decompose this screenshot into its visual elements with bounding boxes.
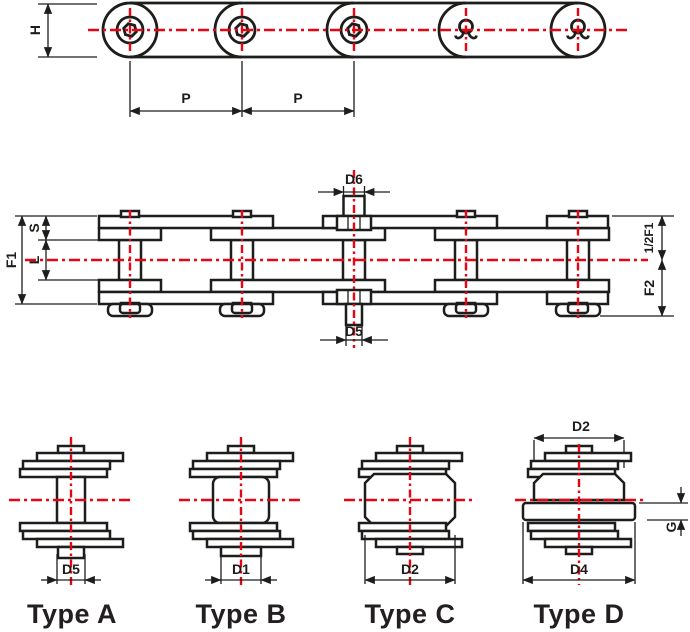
- dim-label-type-b: D1: [232, 561, 250, 577]
- dim-label-type-d-top: D2: [572, 418, 590, 434]
- type-a-label: Type A: [27, 599, 117, 629]
- dim-label-type-c: D2: [401, 561, 419, 577]
- type-b-section: D1 Type B: [179, 437, 303, 629]
- dim-label-half-f1: 1/2F1: [642, 222, 656, 253]
- dim-label-p2: P: [293, 90, 302, 106]
- dim-label-h: H: [27, 25, 43, 35]
- dim-label-d5: D5: [345, 323, 363, 339]
- type-d-section: D2 D4 G Type D: [515, 418, 688, 629]
- inner-plate: [433, 226, 611, 242]
- type-c-section: D2 Type C: [344, 437, 476, 629]
- dim-label-g: G: [663, 521, 679, 532]
- link-end-arc: [437, 1, 467, 59]
- inner-plate: [433, 278, 611, 294]
- outer-plate: [97, 214, 275, 230]
- dim-label-type-a: D5: [62, 561, 80, 577]
- dim-label-d6: D6: [345, 171, 363, 187]
- outer-plate: [97, 290, 275, 306]
- dim-label-type-d-bottom: D4: [570, 561, 588, 577]
- type-c-label: Type C: [364, 599, 455, 629]
- plan-view-drawing: D6 D5 F1 S L 1/2F1 F2: [3, 170, 674, 348]
- type-d-label: Type D: [533, 599, 624, 629]
- type-b-label: Type B: [195, 599, 286, 629]
- link-end-arc: [325, 1, 355, 59]
- dim-label-f1: F1: [3, 252, 19, 269]
- side-view-drawing: H P P: [27, 1, 628, 117]
- dim-label-p1: P: [181, 90, 190, 106]
- dim-label-s: S: [26, 223, 42, 232]
- type-a-section: D5 Type A: [9, 437, 133, 629]
- dim-label-l: L: [26, 255, 42, 264]
- dim-label-f2: F2: [641, 280, 657, 297]
